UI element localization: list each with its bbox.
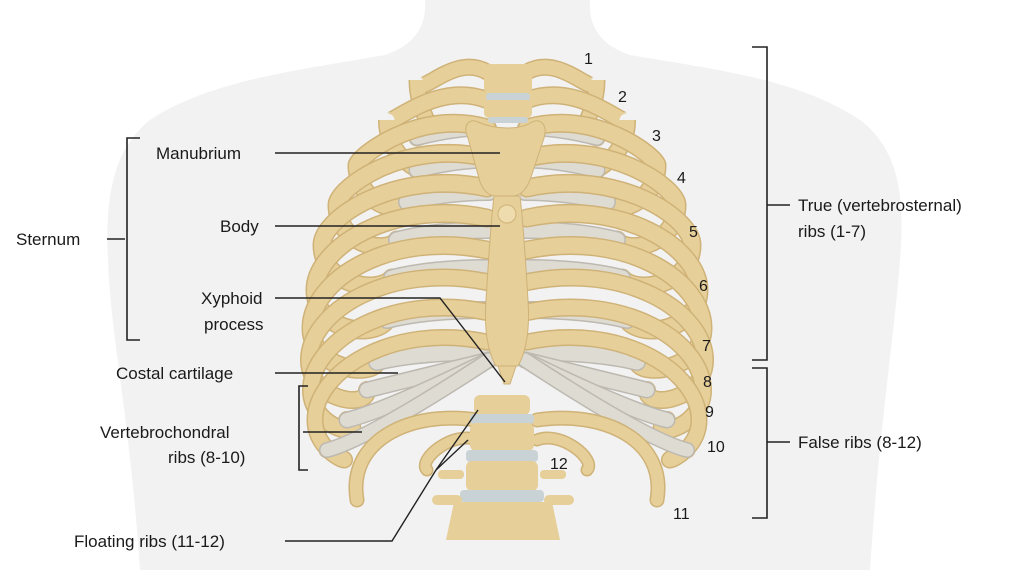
rib-number-2: 2: [618, 89, 627, 106]
rib-number-12: 12: [550, 456, 568, 473]
rib-number-9: 9: [705, 404, 714, 421]
rib-number-7: 7: [702, 338, 711, 355]
false-ribs-label: False ribs (8-12): [798, 433, 922, 452]
vertebrochondral-label-line2: ribs (8-10): [168, 448, 245, 467]
rib-number-4: 4: [677, 170, 686, 187]
manubrium-label: Manubrium: [156, 144, 241, 163]
rib-number-5: 5: [689, 224, 698, 241]
true-ribs-label-line2: ribs (1-7): [798, 222, 866, 241]
rib-number-3: 3: [652, 128, 661, 145]
true-ribs-label-line1: True (vertebrosternal): [798, 196, 962, 215]
xyphoid-label-line1: Xyphoid: [201, 289, 262, 308]
rib-number-6: 6: [699, 278, 708, 295]
costal-cartilage-label: Costal cartilage: [116, 364, 233, 383]
rib-number-10: 10: [707, 439, 725, 456]
vertebrochondral-label-line1: Vertebrochondral: [100, 423, 229, 442]
rib-number-11: 11: [673, 506, 690, 523]
rib-number-8: 8: [703, 374, 712, 391]
floating-ribs-label: Floating ribs (11-12): [74, 532, 225, 551]
sternum-label: Sternum: [16, 230, 80, 249]
rib-number-1: 1: [584, 51, 593, 68]
xyphoid-label-line2: process: [204, 315, 264, 334]
body-label: Body: [220, 217, 259, 236]
